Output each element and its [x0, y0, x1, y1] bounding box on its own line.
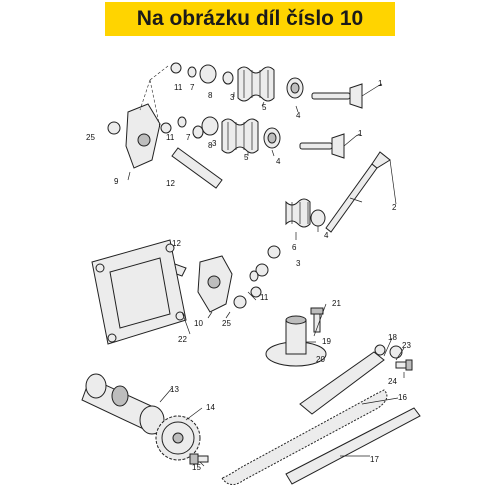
- callout-10: 10: [194, 319, 203, 328]
- callout-4-a: 4: [296, 111, 301, 120]
- sprocket-14: [155, 415, 201, 461]
- callout-21: 21: [332, 299, 341, 308]
- callout-14: 14: [206, 403, 215, 412]
- callout-7-a: 7: [190, 83, 195, 92]
- callout-23: 23: [402, 341, 411, 350]
- cotter-7-mid: [249, 270, 259, 282]
- callout-22: 22: [178, 335, 187, 344]
- banner-title: Na obrázku díl číslo 10: [136, 7, 364, 30]
- valve-upper: [311, 83, 379, 109]
- washer-25-upper: [107, 121, 121, 135]
- callout-5-b: 5: [244, 153, 249, 162]
- bolt-21: [310, 307, 324, 333]
- callout-1-b: 1: [358, 129, 363, 138]
- callout-9: 9: [114, 177, 119, 186]
- spring-5-upper: [237, 66, 275, 102]
- callout-15: 15: [192, 463, 201, 472]
- callout-2: 2: [392, 203, 397, 212]
- callout-11-c: 11: [260, 293, 269, 302]
- callout-25-a: 25: [86, 133, 95, 142]
- callout-17: 17: [370, 455, 379, 464]
- cap-11-lower: [160, 122, 172, 134]
- collet-3-upper: [222, 71, 234, 85]
- callout-12-a: 12: [166, 179, 175, 188]
- collet-3-low: [255, 263, 269, 277]
- callout-11-a: 11: [174, 83, 183, 92]
- camshaft-13: [81, 373, 165, 435]
- callout-18: 18: [388, 333, 397, 342]
- callout-12-b: 12: [172, 239, 181, 248]
- callout-24: 24: [388, 377, 397, 386]
- seal-4-right: [310, 209, 326, 227]
- guide-18: [299, 344, 386, 415]
- collet-3-mid: [267, 245, 281, 259]
- callout-6: 6: [292, 243, 297, 252]
- callout-13: 13: [170, 385, 179, 394]
- gasket-22: [91, 239, 187, 345]
- rocker-arm-9: [125, 103, 161, 169]
- collet-3-lower: [192, 125, 204, 139]
- title-banner: [105, 2, 395, 36]
- callout-3-a: 3: [230, 93, 235, 102]
- shaft-12-upper: [171, 147, 223, 189]
- callout-3-c: 3: [296, 259, 301, 268]
- cap-11-upper: [170, 62, 182, 74]
- callout-7-b: 7: [186, 133, 191, 142]
- cotter-7-upper: [187, 66, 197, 78]
- washer-25-lower: [233, 295, 247, 309]
- callout-16: 16: [398, 393, 407, 402]
- valve-middle: [299, 133, 357, 159]
- callout-5-a: 5: [262, 103, 267, 112]
- retainer-8-lower: [201, 116, 219, 136]
- tensioner-19-20: [265, 315, 327, 367]
- callout-11-b: 11: [166, 133, 175, 142]
- callout-19: 19: [322, 337, 331, 346]
- spring-5-lower: [221, 118, 259, 154]
- cotter-7-lower: [177, 116, 187, 128]
- cap-11-mid: [250, 286, 262, 298]
- chain-guide-17: [285, 407, 421, 485]
- rocker-arm-10: [197, 255, 233, 313]
- callout-4-c: 4: [324, 231, 329, 240]
- cam-chain-16: [221, 389, 388, 485]
- retainer-8-upper: [199, 64, 217, 84]
- callout-4-b: 4: [276, 157, 281, 166]
- callout-3-b: 3: [212, 139, 217, 148]
- callout-8-a: 8: [208, 91, 213, 100]
- callout-8-b: 8: [208, 141, 213, 150]
- callout-20: 20: [316, 355, 325, 364]
- callout-1-a: 1: [378, 79, 383, 88]
- washer-23: [389, 345, 403, 359]
- spring-6: [285, 198, 311, 228]
- callout-25-b: 25: [222, 319, 231, 328]
- valve-long: [325, 151, 391, 233]
- bolt-24: [395, 359, 413, 371]
- bolt-15: [189, 453, 209, 465]
